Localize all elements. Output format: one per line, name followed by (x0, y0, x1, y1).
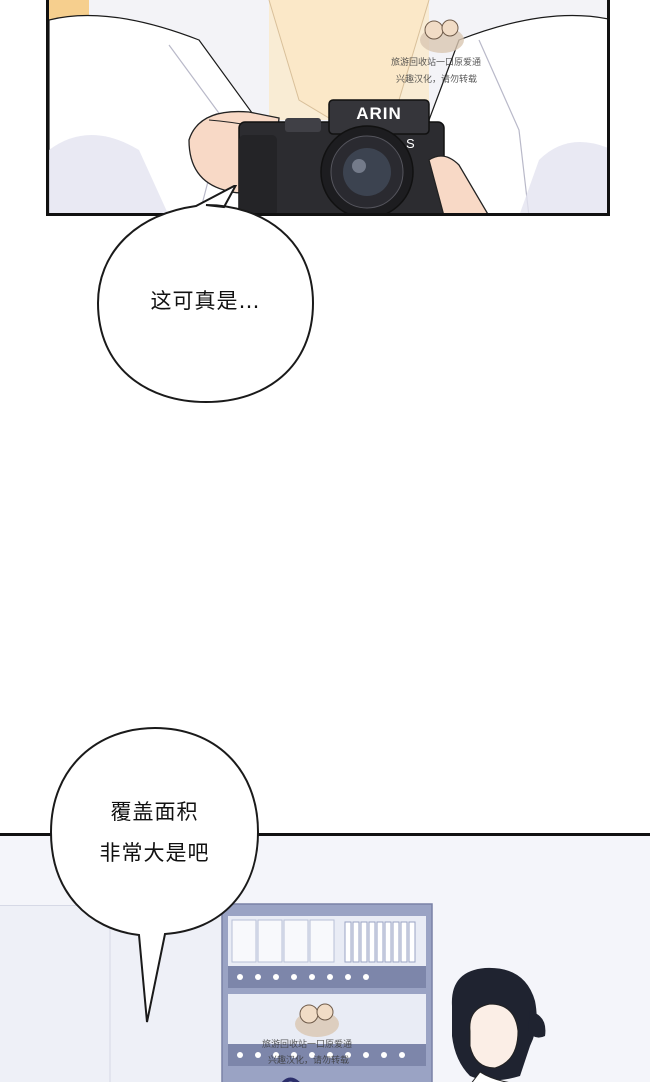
watermark-logo (417, 10, 467, 60)
speech-bubble-2-line1: 覆盖面积 (110, 800, 199, 824)
camera-brand-label: ARIN (356, 104, 402, 123)
bottom-panel: 旅游回收站一口原爱通 兴趣汉化，请勿转载 (0, 833, 650, 1082)
office-illustration (0, 836, 650, 1082)
speech-bubble-2: 覆盖面积 非常大是吧 (43, 722, 267, 1027)
speech-bubble-1: 这可真是… (88, 182, 324, 410)
watermark-bottom-line1: 旅游回收站一口原爱通 (262, 1040, 353, 1050)
watermark-text-line1: 旅游回收站一口原爱通 (391, 58, 482, 68)
watermark-logo-bottom (292, 994, 342, 1044)
speech-bubble-1-text: 这可真是… (150, 289, 261, 313)
watermark-text-line2: 兴趣汉化，请勿转载 (396, 75, 478, 85)
speech-bubble-2-line2: 非常大是吧 (99, 841, 210, 865)
top-panel: ARIN S 旅游回收站一口原爱通 兴趣汉化，请勿转载 (46, 0, 610, 216)
watermark-bottom-line2: 兴趣汉化，请勿转载 (268, 1056, 350, 1066)
camera-model-badge: S (406, 136, 415, 151)
camera-illustration (49, 0, 607, 213)
